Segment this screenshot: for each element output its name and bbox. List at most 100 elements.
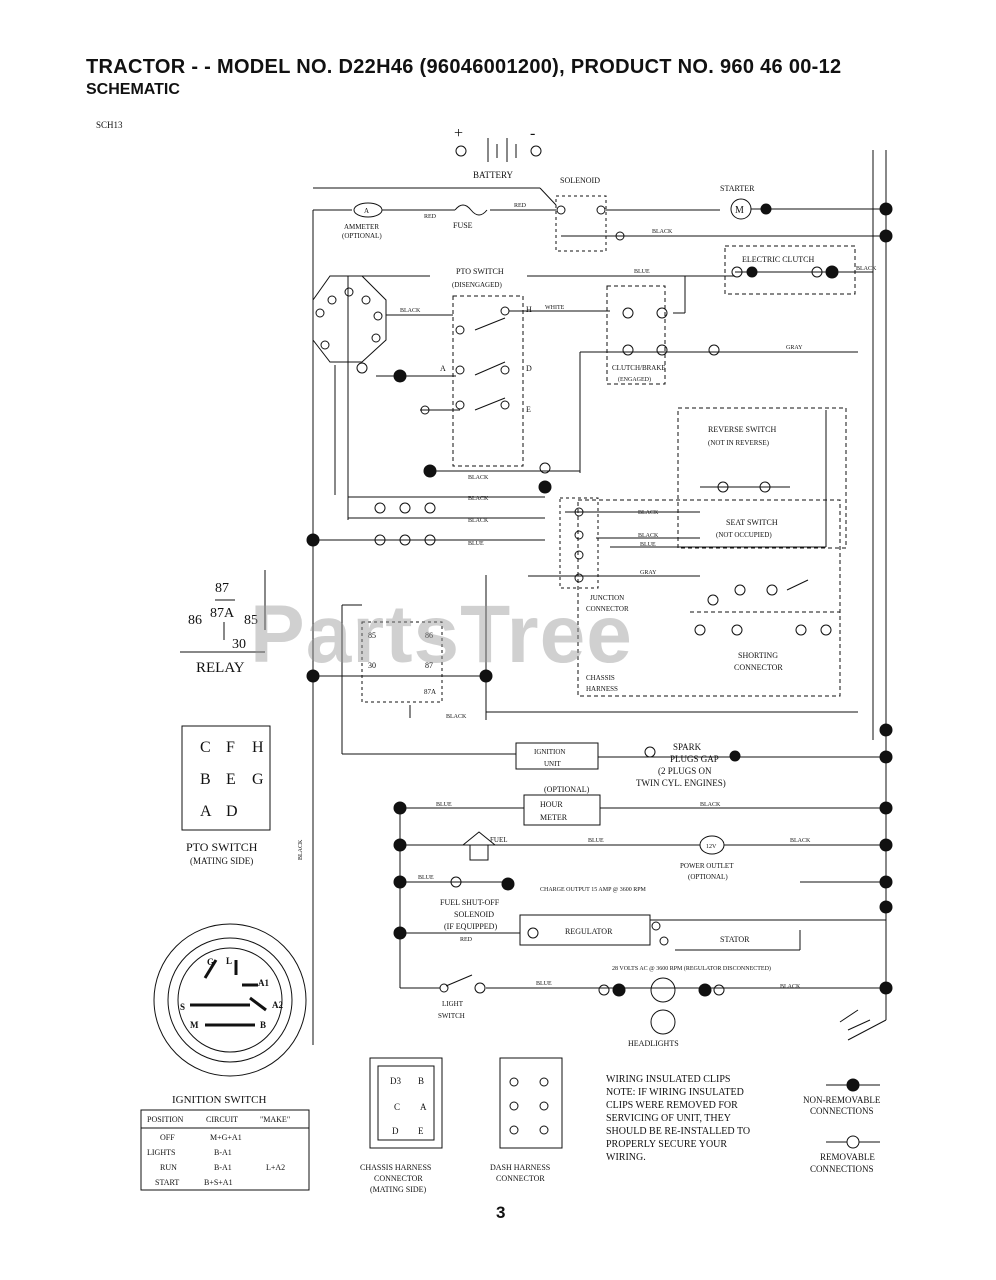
svg-text:(NOT IN REVERSE): (NOT IN REVERSE) bbox=[708, 439, 770, 447]
svg-text:SEAT SWITCH: SEAT SWITCH bbox=[726, 518, 778, 527]
svg-text:CONNECTIONS: CONNECTIONS bbox=[810, 1106, 874, 1116]
dash-harness-connector bbox=[499, 1057, 563, 1149]
svg-text:BLUE: BLUE bbox=[418, 875, 434, 881]
svg-text:BLUE: BLUE bbox=[588, 838, 604, 844]
svg-text:B: B bbox=[200, 771, 211, 788]
solenoid-label: SOLENOID bbox=[560, 176, 600, 185]
svg-text:AMMETER: AMMETER bbox=[344, 223, 379, 231]
svg-text:RED: RED bbox=[424, 214, 437, 220]
svg-text:SHOULD BE RE-INSTALLED TO: SHOULD BE RE-INSTALLED TO bbox=[606, 1126, 750, 1137]
regulator bbox=[519, 914, 651, 946]
headlight-1 bbox=[650, 977, 676, 1003]
svg-text:LIGHTS: LIGHTS bbox=[147, 1148, 175, 1157]
relay-block bbox=[361, 621, 443, 703]
svg-text:B: B bbox=[260, 1020, 266, 1030]
svg-text:IGNITION: IGNITION bbox=[534, 748, 566, 756]
headlight-2 bbox=[650, 1009, 676, 1035]
page-number: 3 bbox=[496, 1203, 506, 1222]
fuel-solenoid bbox=[461, 831, 497, 861]
svg-text:UNIT: UNIT bbox=[544, 760, 561, 768]
svg-text:JUNCTION: JUNCTION bbox=[590, 594, 624, 602]
svg-text:D3: D3 bbox=[390, 1076, 401, 1086]
svg-text:PROPERLY SECURE YOUR: PROPERLY SECURE YOUR bbox=[606, 1139, 727, 1150]
svg-text:CONNECTOR: CONNECTOR bbox=[586, 605, 629, 613]
svg-text:CLUTCH/BRAKE: CLUTCH/BRAKE bbox=[612, 364, 666, 372]
svg-text:87A: 87A bbox=[210, 606, 235, 621]
svg-text:BLACK: BLACK bbox=[790, 838, 811, 844]
svg-text:RED: RED bbox=[460, 937, 473, 943]
hour-meter bbox=[523, 794, 601, 826]
svg-text:85: 85 bbox=[244, 613, 258, 628]
svg-text:SHORTING: SHORTING bbox=[738, 651, 778, 660]
svg-text:BLACK: BLACK bbox=[298, 839, 304, 860]
svg-text:(OPTIONAL): (OPTIONAL) bbox=[544, 785, 590, 794]
svg-text:NOTE: IF WIRING INSULATED: NOTE: IF WIRING INSULATED bbox=[606, 1087, 744, 1098]
svg-text:BLUE: BLUE bbox=[640, 542, 656, 548]
svg-text:(MATING SIDE): (MATING SIDE) bbox=[190, 856, 253, 866]
svg-text:A: A bbox=[200, 803, 212, 820]
svg-text:87: 87 bbox=[215, 581, 229, 596]
svg-text:ELECTRIC CLUTCH: ELECTRIC CLUTCH bbox=[742, 255, 814, 264]
svg-text:CONNECTOR: CONNECTOR bbox=[374, 1174, 423, 1183]
svg-text:+: + bbox=[454, 125, 463, 142]
svg-text:(OPTIONAL): (OPTIONAL) bbox=[688, 873, 728, 881]
drawing-code: SCH13 bbox=[96, 120, 123, 130]
svg-text:G: G bbox=[207, 957, 214, 967]
relay-label: RELAY bbox=[196, 660, 245, 676]
svg-text:BLUE: BLUE bbox=[436, 802, 452, 808]
svg-text:CIRCUIT: CIRCUIT bbox=[206, 1115, 238, 1124]
svg-text:FUEL: FUEL bbox=[490, 836, 508, 844]
fuse-symbol bbox=[454, 204, 488, 216]
svg-text:G: G bbox=[252, 771, 264, 788]
svg-text:CONNECTOR: CONNECTOR bbox=[734, 663, 783, 672]
svg-text:STARTER: STARTER bbox=[720, 184, 755, 193]
watermark: PartsTree bbox=[250, 589, 633, 680]
pto-switch-box bbox=[452, 295, 524, 467]
svg-text:87: 87 bbox=[425, 661, 433, 670]
svg-text:LIGHT: LIGHT bbox=[442, 1000, 464, 1008]
svg-text:OFF: OFF bbox=[160, 1133, 175, 1142]
svg-text:85: 85 bbox=[368, 631, 376, 640]
svg-text:PTO SWITCH: PTO SWITCH bbox=[456, 267, 504, 276]
page-subtitle: SCHEMATIC bbox=[86, 81, 180, 98]
battery-label: BATTERY bbox=[473, 170, 514, 180]
svg-text:SWITCH: SWITCH bbox=[438, 1012, 465, 1020]
svg-text:A2: A2 bbox=[272, 1000, 283, 1010]
svg-text:B-A1: B-A1 bbox=[214, 1148, 232, 1157]
svg-text:L+A2: L+A2 bbox=[266, 1163, 285, 1172]
svg-text:12V: 12V bbox=[706, 844, 717, 850]
svg-text:CHASSIS: CHASSIS bbox=[586, 674, 615, 682]
svg-text:S: S bbox=[180, 1002, 185, 1012]
svg-text:CONNECTIONS: CONNECTIONS bbox=[810, 1164, 874, 1174]
svg-text:SPARK: SPARK bbox=[673, 742, 702, 752]
svg-text:BLACK: BLACK bbox=[446, 714, 467, 720]
svg-text:D: D bbox=[226, 803, 238, 820]
svg-text:IGNITION SWITCH: IGNITION SWITCH bbox=[172, 1094, 266, 1106]
svg-text:HOUR: HOUR bbox=[540, 800, 563, 809]
svg-text:BLACK: BLACK bbox=[468, 475, 489, 481]
ignition-unit bbox=[515, 742, 599, 770]
svg-text:RUN: RUN bbox=[160, 1163, 177, 1172]
svg-text:BLUE: BLUE bbox=[536, 981, 552, 987]
svg-text:"MAKE": "MAKE" bbox=[260, 1115, 290, 1124]
svg-text:HEADLIGHTS: HEADLIGHTS bbox=[628, 1039, 679, 1048]
svg-text:GRAY: GRAY bbox=[786, 345, 803, 351]
svg-text:(MATING SIDE): (MATING SIDE) bbox=[370, 1185, 427, 1194]
removable-legend-dot bbox=[846, 1135, 860, 1149]
svg-text:FUSE: FUSE bbox=[453, 221, 473, 230]
svg-text:BLACK: BLACK bbox=[400, 308, 421, 314]
svg-text:B-A1: B-A1 bbox=[214, 1163, 232, 1172]
svg-text:NON-REMOVABLE: NON-REMOVABLE bbox=[803, 1095, 881, 1105]
svg-text:BLACK: BLACK bbox=[652, 229, 673, 235]
svg-text:C: C bbox=[200, 739, 211, 756]
svg-text:BLACK: BLACK bbox=[468, 518, 489, 524]
svg-text:RED: RED bbox=[514, 203, 527, 209]
svg-text:BLACK: BLACK bbox=[638, 533, 659, 539]
svg-text:FUEL SHUT-OFF: FUEL SHUT-OFF bbox=[440, 898, 500, 907]
svg-text:D: D bbox=[526, 364, 532, 373]
svg-text:POSITION: POSITION bbox=[147, 1115, 184, 1124]
svg-text:M+G+A1: M+G+A1 bbox=[210, 1133, 242, 1142]
svg-text:M: M bbox=[190, 1020, 199, 1030]
svg-text:BLUE: BLUE bbox=[468, 541, 484, 547]
